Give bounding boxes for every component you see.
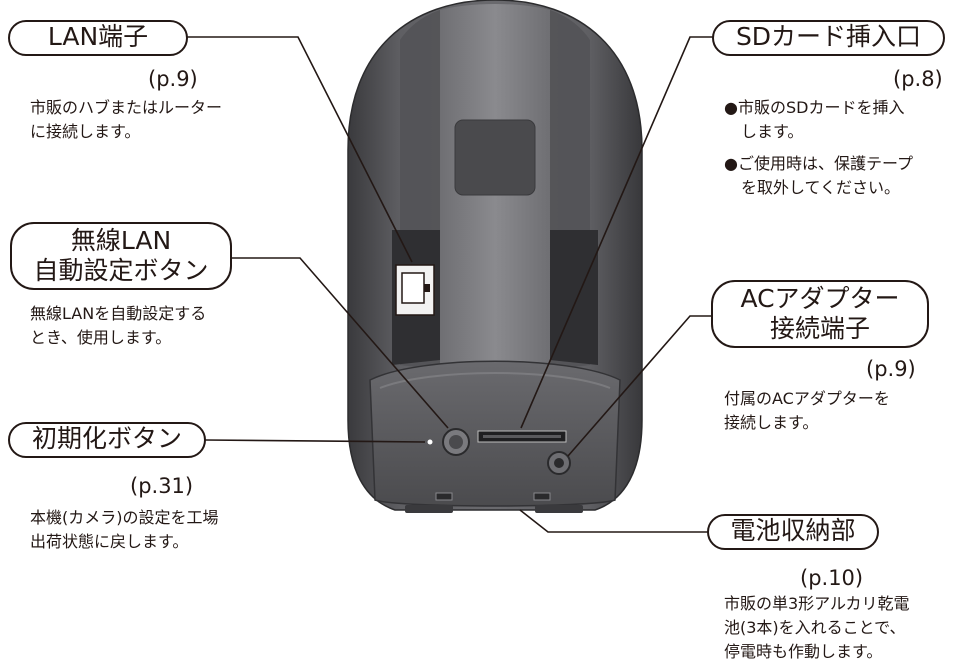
sd-slot-bullet-1: ●市販のSDカードを挿入 します。 [724,96,904,144]
sd-slot-bullet-2: ●ご使用時は、保護テープ を取外してください。 [724,152,913,200]
leader-ac [567,315,712,457]
leader-reset [204,439,426,443]
sd-slot-page-ref: (p.8) [893,67,943,91]
lan-port-label: LAN端子 [8,20,188,56]
dc-jack-icon [547,451,571,475]
base-vent-left [435,492,453,501]
reset-desc-line-1: 本機(カメラ)の設定を工場 [30,508,219,527]
wps-button-icon [442,428,470,456]
camera-foot-left [405,505,453,513]
leader-lan [187,36,413,263]
battery-compartment-description: 市販の単3形アルカリ乾電 池(3本)を入れることで、 停電時も作動します。 [724,592,910,664]
reset-button-label: 初期化ボタン [8,422,206,458]
battery-desc-line-3: 停電時も作動します。 [724,642,883,661]
ac-desc-line-2: 接続します。 [724,413,819,432]
lan-desc-line-2: に接続します。 [30,122,141,141]
ac-jack-page-ref: (p.9) [866,357,916,381]
leader-wps [232,257,449,429]
base-vent-right [533,492,551,501]
wps-title-line-1: 無線LAN [70,226,172,255]
ac-title-line-2: 接続端子 [769,314,870,343]
ac-desc-line-1: 付属のACアダプターを [724,389,890,408]
lan-port-page-ref: (p.9) [148,67,198,91]
battery-desc-line-2: 池(3本)を入れることで、 [724,618,906,637]
wps-button-description: 無線LANを自動設定する とき、使用します。 [30,302,206,350]
ac-jack-description: 付属のACアダプターを 接続します。 [724,387,890,435]
sd-slot-label: SDカード挿入口 [712,20,945,56]
sd-bullet-2-line-1: ●ご使用時は、保護テープ [724,154,914,173]
battery-compartment-label: 電池収納部 [707,514,879,550]
reset-pinhole-icon [427,439,433,445]
battery-compartment-page-ref: (p.10) [800,566,864,590]
lan-desc-line-1: 市販のハブまたはルーター [30,98,223,117]
camera-foot-right [535,505,583,513]
sd-bullet-1-line-2: します。 [741,122,804,141]
ac-title-line-1: ACアダプター [740,284,900,313]
leader-battery [519,509,708,533]
camera-top-recess [454,119,536,196]
sd-bullet-1-line-1: ●市販のSDカードを挿入 [724,98,905,117]
lan-port-description: 市販のハブまたはルーター に接続します。 [30,96,222,144]
reset-button-description: 本機(カメラ)の設定を工場 出荷状態に戻します。 [30,506,219,554]
wps-desc-line-2: とき、使用します。 [30,328,172,347]
wps-title-line-2: 自動設定ボタン [33,256,209,285]
ac-jack-label: ACアダプター 接続端子 [711,280,929,348]
battery-desc-line-1: 市販の単3形アルカリ乾電 [724,594,910,613]
reset-desc-line-2: 出荷状態に戻します。 [30,532,189,551]
wps-desc-line-1: 無線LANを自動設定する [30,304,207,323]
reset-button-page-ref: (p.31) [130,474,194,498]
sd-bullet-2-line-2: を取外してください。 [741,178,901,197]
sd-slot-icon [477,430,567,443]
lan-port-icon [395,264,435,316]
wps-button-label: 無線LAN 自動設定ボタン [10,222,232,290]
leader-sd [520,36,713,429]
